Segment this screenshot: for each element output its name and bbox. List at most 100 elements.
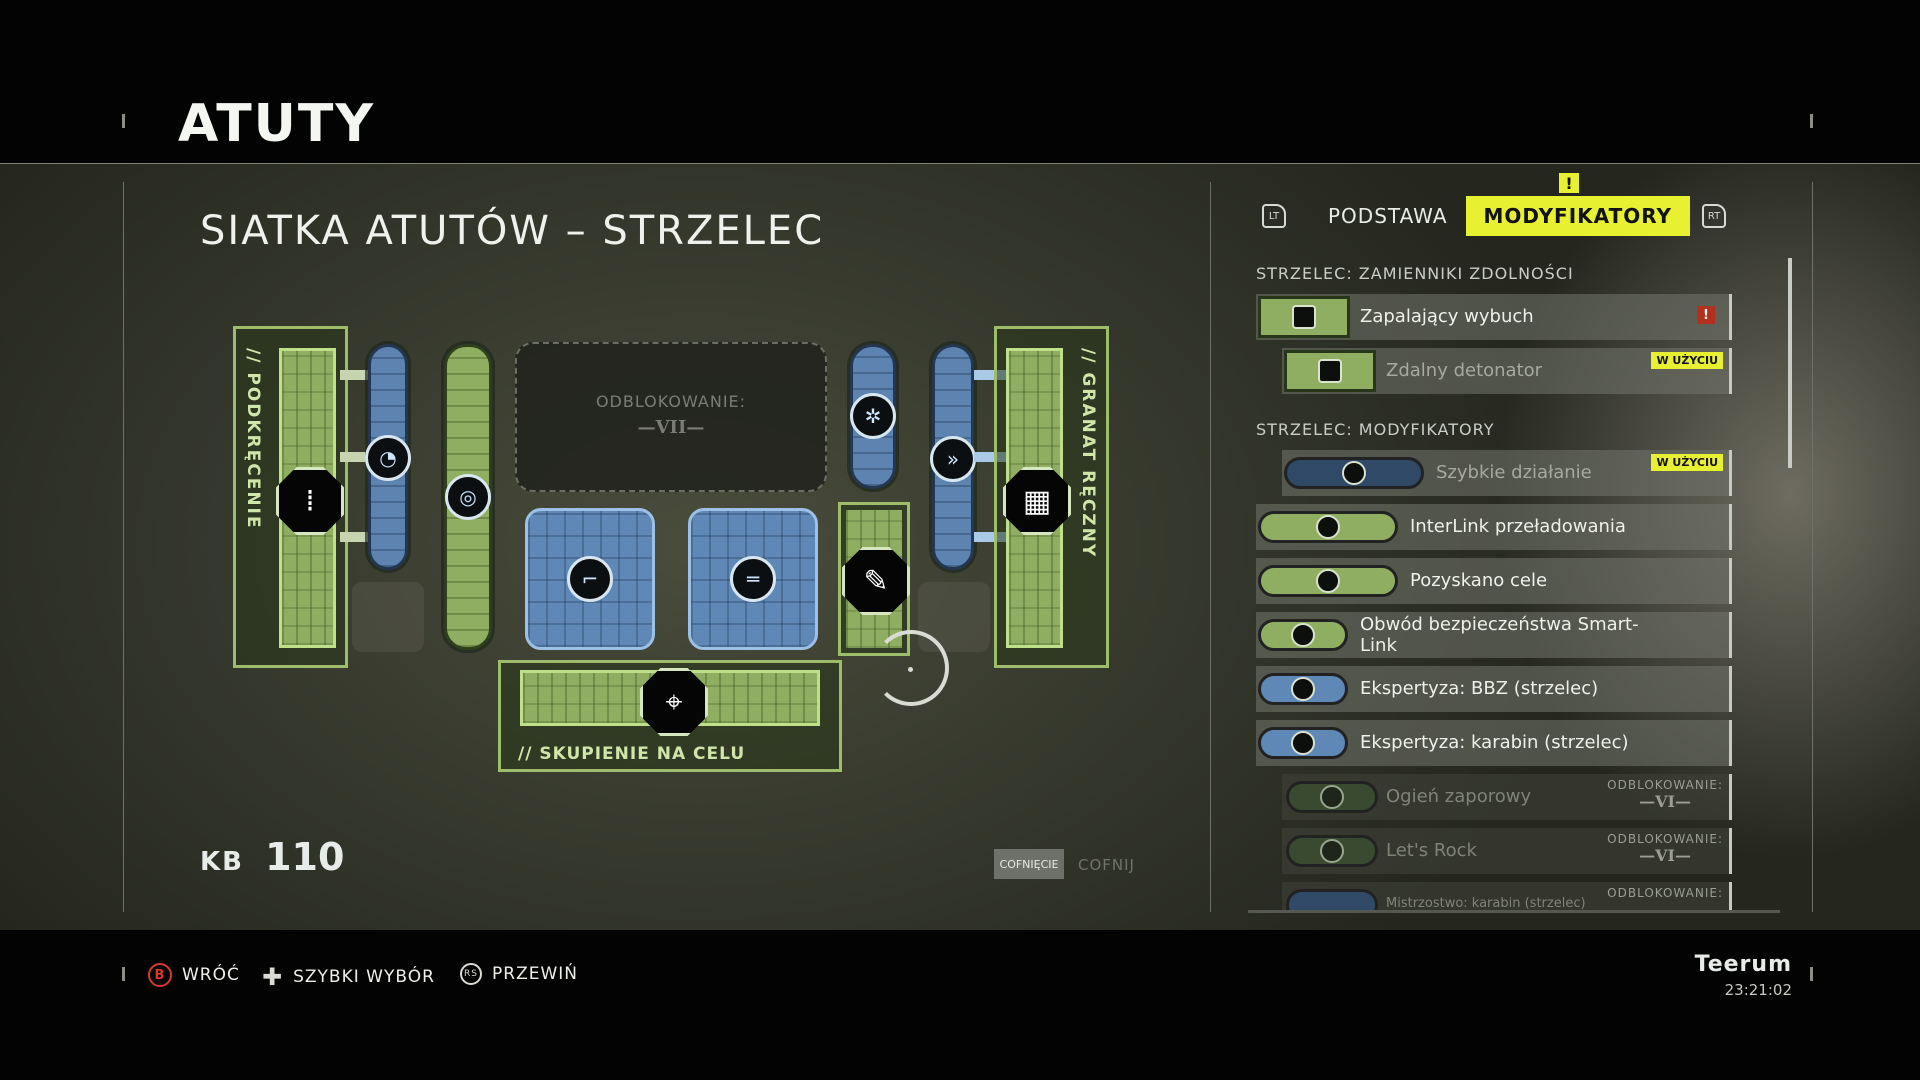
grid-title: SIATKA ATUTÓW – STRZELEC [200,208,825,254]
list-item-locked[interactable]: Mistrzostwo: karabin (strzelec) ODBLOKOW… [1282,882,1732,912]
lock-label: ODBLOKOWANIE: [1607,778,1723,792]
list-item[interactable]: Zdalny detonator W UŻYCIU [1282,348,1732,394]
hint-label: SZYBKI WYBÓR [293,967,435,987]
locked-label: ODBLOKOWANIE: [595,392,747,411]
cursor-reticle [873,630,949,706]
page-title: ATUTY [178,94,376,154]
rifle-icon-center [1291,731,1315,755]
list-item-locked[interactable]: Let's Rock ODBLOKOWANIE: —VI— [1282,828,1732,874]
list-item[interactable]: Zapalający wybuch ! [1256,294,1732,340]
target-ring-icon[interactable]: ◎ [445,474,491,520]
section-title-replacements: STRZELEC: ZAMIENNIKI ZDOLNOŚCI [1256,264,1574,283]
list-bottom-border [1248,910,1780,913]
list-item-label: Zapalający wybuch [1360,306,1534,327]
target-icon[interactable]: ⌖ [640,668,708,736]
sparks-icon[interactable]: ✲ [850,393,896,439]
lt-icon[interactable]: LT [1262,204,1286,228]
top-bar [0,0,1920,163]
frame-line [1812,182,1813,912]
tab-alert-badge: ! [1559,173,1579,193]
smartlink-icon-center [1291,623,1315,647]
pistol-icon[interactable]: ⌐ [567,556,613,602]
tab-bar: LT PODSTAWA MODYFIKATORY RT [1262,196,1727,236]
list-item-label: Obwód bezpieczeństwa Smart-Link [1360,614,1639,656]
fire-icon-center [1292,305,1316,329]
hint-back[interactable]: B WRÓĆ [148,963,240,987]
cursor-dot [908,667,913,672]
list-item[interactable]: Szybkie działanie W UŻYCIU [1282,450,1732,496]
frame-tick [1810,967,1813,981]
connector [974,370,1006,380]
list-item-label: Ogień zaporowy [1386,786,1532,807]
hint-scroll[interactable]: RS PRZEWIŃ [460,963,578,985]
fire-icon [1258,296,1350,338]
ammo-icon[interactable]: ⁞ [276,467,344,535]
clock: 23:21:02 [1724,981,1792,999]
bottom-bar [0,930,1920,1080]
rifle-icon[interactable]: ═ [730,556,776,602]
lock-info: ODBLOKOWANIE: [1607,886,1723,900]
frame-line [123,182,124,912]
reload-icon-center [1316,515,1340,539]
list-item-locked[interactable]: Ogień zaporowy ODBLOKOWANIE: —VI— [1282,774,1732,820]
grenade-icon[interactable]: ▦ [1003,467,1071,535]
spike-icon[interactable]: ✎ [842,547,910,615]
lock-label: ODBLOKOWANIE: [1607,886,1723,900]
list-item[interactable]: Ekspertyza: karabin (strzelec) [1256,720,1732,766]
connector [974,532,1006,542]
b-button-icon: B [148,963,172,987]
connector [340,370,368,380]
connector [974,452,1006,462]
connector [340,452,368,462]
list-item-label: Mistrzostwo: karabin (strzelec) [1386,896,1586,911]
fast-forward-icon[interactable]: » [930,436,976,482]
rs-button-icon: RS [460,963,482,985]
list-item-label: Szybkie działanie [1436,462,1592,483]
divider-line [1210,182,1211,912]
list-item-label: InterLink przeładowania [1410,516,1626,537]
list-item[interactable]: Obwód bezpieczeństwa Smart-Link [1256,612,1732,658]
speed-icon-center [1342,461,1366,485]
list-item-label: Zdalny detonator [1386,360,1543,381]
connector [340,532,368,542]
hint-quick-select[interactable]: ✚ SZYBKI WYBÓR [262,963,435,991]
frame-tick [122,114,125,128]
lock-label: ODBLOKOWANIE: [1607,832,1723,846]
rock-icon-center [1320,839,1344,863]
tab-podstawa[interactable]: PODSTAWA [1328,204,1448,228]
rt-icon[interactable]: RT [1702,204,1727,228]
scrollbar[interactable] [1788,258,1792,468]
frame-tick [122,967,125,981]
list-item[interactable]: InterLink przeładowania [1256,504,1732,550]
list-item-label: Ekspertyza: karabin (strzelec) [1360,732,1629,753]
lock-info: ODBLOKOWANIE: —VI— [1607,832,1723,865]
locked-slot: ODBLOKOWANIE: —VII— [515,342,827,492]
hint-label: PRZEWIŃ [492,964,578,984]
mastery-icon [1286,889,1378,912]
list-item-label: Pozyskano cele [1410,570,1548,591]
speed-icon[interactable]: ◔ [365,435,411,481]
detonator-icon-center [1318,359,1342,383]
locked-tier: —VII— [637,417,705,438]
suppress-icon-center [1320,785,1344,809]
acquire-icon-center [1316,569,1340,593]
warning-icon: ! [1697,306,1715,324]
list-item[interactable]: Ekspertyza: BBZ (strzelec) [1256,666,1732,712]
undo-button[interactable]: COFNIĘCIE [994,849,1064,879]
frame-tick [1810,114,1813,128]
list-item-label: Ekspertyza: BBZ (strzelec) [1360,678,1599,699]
lock-info: ODBLOKOWANIE: —VI— [1607,778,1723,811]
list-item-label: Let's Rock [1386,840,1477,861]
points-label: KB [200,847,244,877]
left-perk-label: // PODKRĘCENIE [243,348,263,530]
undo-label: COFNIJ [1078,856,1135,874]
in-use-badge: W UŻYCIU [1651,352,1723,369]
lock-tier: —VI— [1639,792,1692,811]
player-name: Teerum [1694,952,1792,977]
section-title-modifiers: STRZELEC: MODYFIKATORY [1256,420,1495,439]
right-perk-label: // GRANAT RĘCZNY [1078,348,1098,559]
list-item[interactable]: Pozyskano cele [1256,558,1732,604]
points-display: KB 110 [200,835,344,879]
empty-slot [352,582,424,652]
tab-modyfikatory[interactable]: MODYFIKATORY [1465,196,1691,236]
